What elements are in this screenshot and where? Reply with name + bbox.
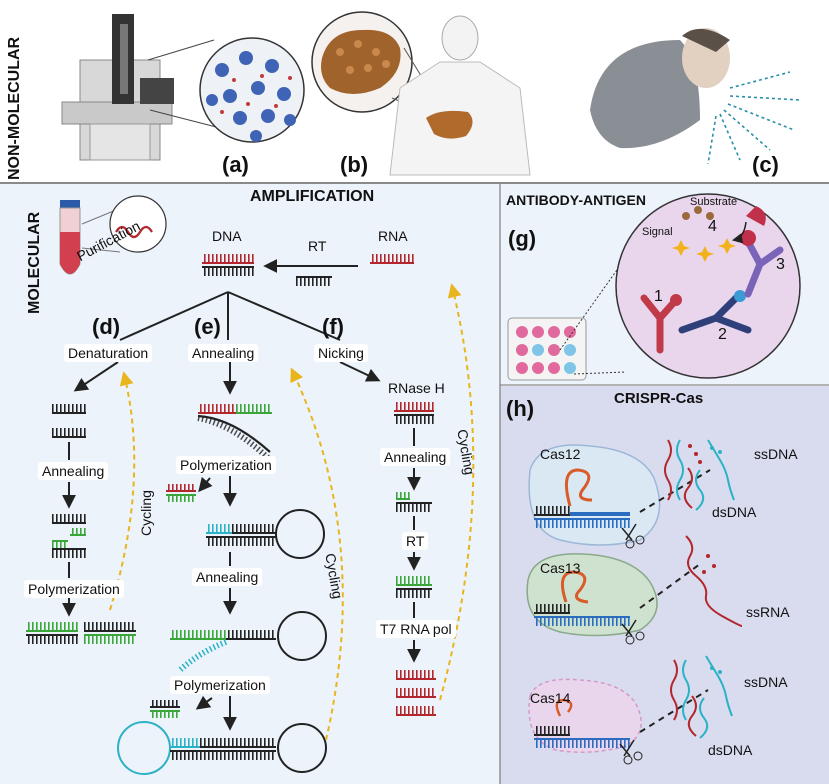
denaturation-label: Denaturation [64, 344, 153, 362]
crispr-cas-title: CRISPR-Cas [614, 390, 704, 407]
d-annealing-label: Annealing [38, 462, 109, 480]
human-torso-illustration [389, 15, 531, 176]
rna-label: RNA [378, 228, 408, 244]
amplification-title: AMPLIFICATION [250, 188, 375, 205]
cycling-arrow-d [109, 371, 136, 611]
panel-h-graphics [526, 439, 743, 765]
f-rt-label: RT [402, 532, 429, 550]
panel-f-graphics [339, 283, 475, 716]
antibody-number-1: 1 [654, 288, 663, 305]
panel-g-graphics [507, 193, 801, 381]
e-polymerization-1-label: Polymerization [176, 456, 276, 474]
cycling-arrow-e [290, 367, 344, 741]
ssdna-label-2: ssDNA [744, 674, 788, 690]
dna-strand-top [202, 254, 254, 264]
nicking-label: Nicking [314, 344, 368, 362]
panel-g-label: (g) [508, 226, 537, 251]
f-annealing-label: Annealing [380, 448, 451, 466]
panel-f-label: (f) [322, 314, 344, 339]
rnase-h-label: RNase H [388, 380, 445, 396]
panel-a-label: (a) [222, 152, 249, 177]
coughing-person-illustration [590, 28, 801, 165]
cas13-complex [526, 553, 658, 637]
liver-magnified-illustration [311, 11, 443, 119]
annealing-top-label: Annealing [188, 344, 259, 362]
ssrna-label: ssRNA [746, 604, 790, 620]
e-polymerization-2-label: Polymerization [170, 676, 270, 694]
d-cycling-label: Cycling [138, 490, 154, 536]
dna-rna-top [119, 254, 414, 341]
cas12-label: Cas12 [540, 446, 581, 462]
panel-e-label: (e) [194, 314, 221, 339]
rt-cdna-strand [296, 276, 332, 286]
electron-microscope-illustration [61, 14, 174, 161]
panel-d-graphics [26, 361, 136, 644]
cas14-label: Cas14 [530, 690, 571, 706]
substrate-label: Substrate [690, 196, 738, 208]
antibody-number-2: 2 [718, 326, 727, 343]
ssdna-label-1: ssDNA [754, 446, 798, 462]
antibody-antigen-title: ANTIBODY-ANTIGEN [506, 192, 646, 208]
dna-label: DNA [212, 228, 242, 244]
molecular-label: MOLECULAR [26, 211, 43, 314]
panel-h-label: (h) [506, 396, 535, 421]
signal-label: Signal [642, 226, 673, 238]
virus-magnified-illustration [147, 37, 305, 143]
non-molecular-section [0, 11, 829, 184]
dsdna-label-1: dsDNA [712, 504, 757, 520]
e-annealing-mid-label: Annealing [192, 568, 263, 586]
antibody-number-4: 4 [708, 218, 717, 235]
panel-d-label: (d) [92, 314, 121, 339]
antibody-number-3: 3 [776, 256, 785, 273]
panel-c-label: (c) [752, 152, 779, 177]
dsdna-label-2: dsDNA [708, 742, 753, 758]
cycling-arrow-f [439, 283, 475, 701]
rna-strand [370, 254, 414, 264]
t7-rna-pol-label: T7 RNA pol [376, 620, 456, 638]
panel-e-graphics [117, 362, 344, 775]
d-polymerization-label: Polymerization [24, 580, 124, 598]
purification-tube-illustration [59, 195, 167, 275]
dna-strand-bottom [202, 266, 254, 276]
panel-b-label: (b) [340, 152, 369, 177]
non-molecular-label: NON-MOLECULAR [6, 36, 23, 180]
rt-label-top: RT [308, 238, 327, 254]
cas13-label: Cas13 [540, 560, 581, 576]
